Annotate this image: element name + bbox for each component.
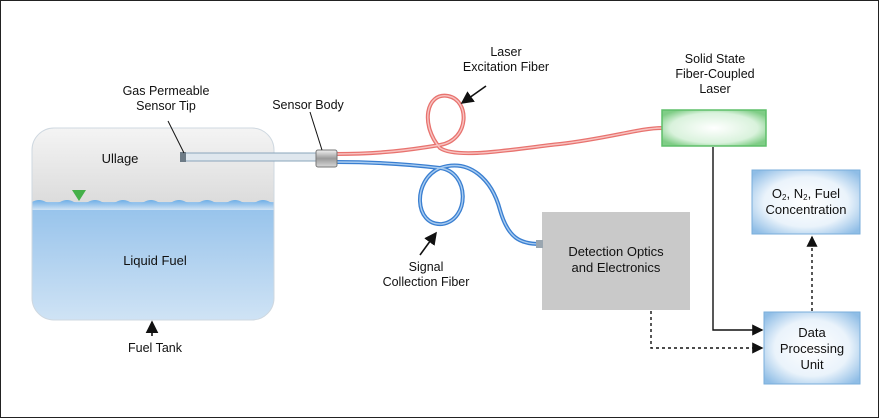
- detection-optics-box: [542, 212, 690, 310]
- sensor-body-leader-line: [309, 111, 323, 151]
- ullage-label: Ullage: [101, 151, 139, 166]
- concentration-box: [751, 169, 861, 235]
- sensor-tip-leader-line: [167, 120, 185, 154]
- sensor-body-label: Sensor Body: [272, 98, 344, 112]
- liquid-fuel-label: Liquid Fuel: [123, 253, 187, 268]
- gas-permeable-sensor-tip: [180, 152, 186, 162]
- concentration-gases-line: O2, N2, Fuel: [771, 186, 841, 202]
- gas-permeable-tip-label: Gas Permeable Sensor Tip: [122, 84, 210, 113]
- detection-fiber-port: [536, 240, 543, 248]
- fuel-tank-outline: [31, 127, 275, 321]
- laser-label: Solid State Fiber-Coupled Laser: [675, 52, 755, 96]
- signal-collection-fiber-label: Signal Collection Fiber: [382, 260, 470, 289]
- liquid-surface-wave: [32, 200, 274, 210]
- detection-to-processing-connector: [650, 311, 764, 354]
- detection-optics-label: Detection Optics and Electronics: [568, 244, 664, 275]
- concentration-label: O2, N2, Fuel Concentration: [752, 186, 860, 218]
- solid-state-laser-box: [661, 109, 767, 147]
- laser-excitation-fiber-label: Laser Excitation Fiber: [462, 45, 550, 74]
- sensor-probe: [181, 152, 319, 162]
- signal-fiber-arrow: [419, 231, 437, 256]
- fuel-tank-label: Fuel Tank: [128, 341, 182, 355]
- laser-excitation-fiber: [334, 93, 664, 156]
- data-processing-label: Data Processing Unit: [779, 325, 845, 372]
- ullage-region: [32, 128, 274, 202]
- level-indicator-icon: [72, 190, 86, 201]
- laser-to-processing-connector: [712, 147, 764, 336]
- laser-fiber-arrow: [460, 85, 487, 104]
- sensor-body: [315, 149, 338, 168]
- data-processing-box: [763, 311, 861, 385]
